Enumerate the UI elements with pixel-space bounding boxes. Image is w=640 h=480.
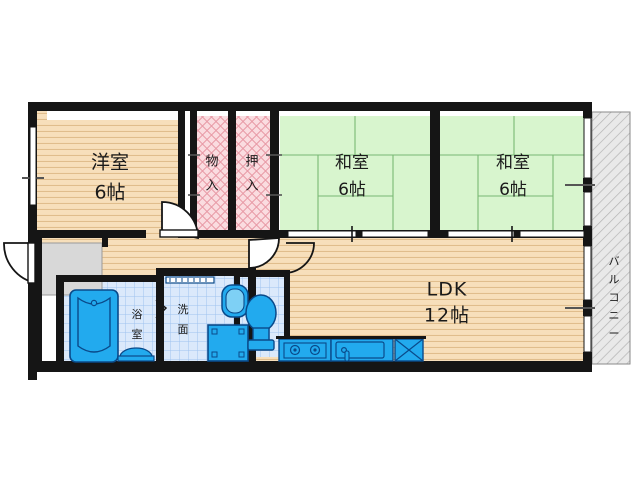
vanity-sink [221, 284, 249, 318]
western-room-size: 6帖 [94, 182, 125, 204]
left-window[interactable] [29, 126, 37, 206]
kitchen-counter-edge [276, 336, 426, 339]
japanese-room-1-label: 和室 [335, 153, 369, 173]
balcony-label-char-5: ー [609, 327, 620, 340]
room-labels: 洋室 6帖 和室 6帖 和室 6帖 LDK 12帖 [91, 152, 530, 327]
storage-closet-floor [196, 116, 228, 236]
toilet [245, 294, 277, 351]
entrance-door-leaf[interactable] [27, 242, 36, 284]
japanese-room-2-size: 6帖 [499, 180, 527, 200]
washroom-label-char-2: 面 [178, 323, 189, 336]
ldk-size: 12帖 [424, 305, 470, 327]
balcony-label-char-3: コ [609, 291, 620, 304]
service-room-labels: 浴 室 洗 面 [132, 303, 189, 341]
bathroom-label-char-2: 室 [132, 327, 143, 341]
closet-labels: 物 入 押 入 [205, 155, 258, 194]
oshiire-closet-label-char-1: 押 [245, 155, 258, 170]
bathroom-label-char-1: 浴 [132, 308, 143, 321]
storage-closet-label-char-1: 物 [205, 155, 218, 170]
shower-faucet [117, 347, 155, 362]
washroom-counter [165, 276, 215, 284]
balcony-floor [591, 111, 631, 365]
door-swings[interactable] [3, 201, 315, 319]
floor-fills [36, 110, 631, 372]
washing-machine-space [207, 324, 249, 362]
storage-closet-label-char-2: 入 [205, 179, 218, 194]
western-room-label: 洋室 [91, 152, 129, 174]
oshiire-closet-label-char-2: 入 [245, 179, 258, 194]
western-room-door-leaf[interactable] [159, 229, 199, 238]
refrigerator-space [394, 338, 424, 362]
bathtub [69, 289, 119, 363]
balcony-label-char-2: ル [609, 273, 620, 286]
ldk-label: LDK [427, 279, 468, 301]
japanese-room-2-label: 和室 [496, 153, 530, 173]
walls [28, 102, 592, 380]
balcony-label: バ ル コ ニ ー [609, 255, 620, 340]
fusuma-doors[interactable] [287, 226, 585, 242]
tatami-mat-lines [280, 116, 588, 236]
closet-door-marks [188, 154, 282, 196]
kitchen-sink [330, 338, 394, 362]
balcony-label-char-4: ニ [609, 309, 620, 322]
western-room-floor [36, 110, 178, 237]
japanese-room-1-size: 6帖 [338, 180, 366, 200]
washroom-label-char-1: 洗 [178, 303, 189, 316]
oshiire-closet-floor [236, 116, 270, 236]
sliding-glass-doors[interactable] [583, 117, 592, 353]
genkan [39, 242, 103, 296]
gas-stove [278, 338, 332, 362]
balcony-label-char-1: バ [609, 255, 620, 268]
